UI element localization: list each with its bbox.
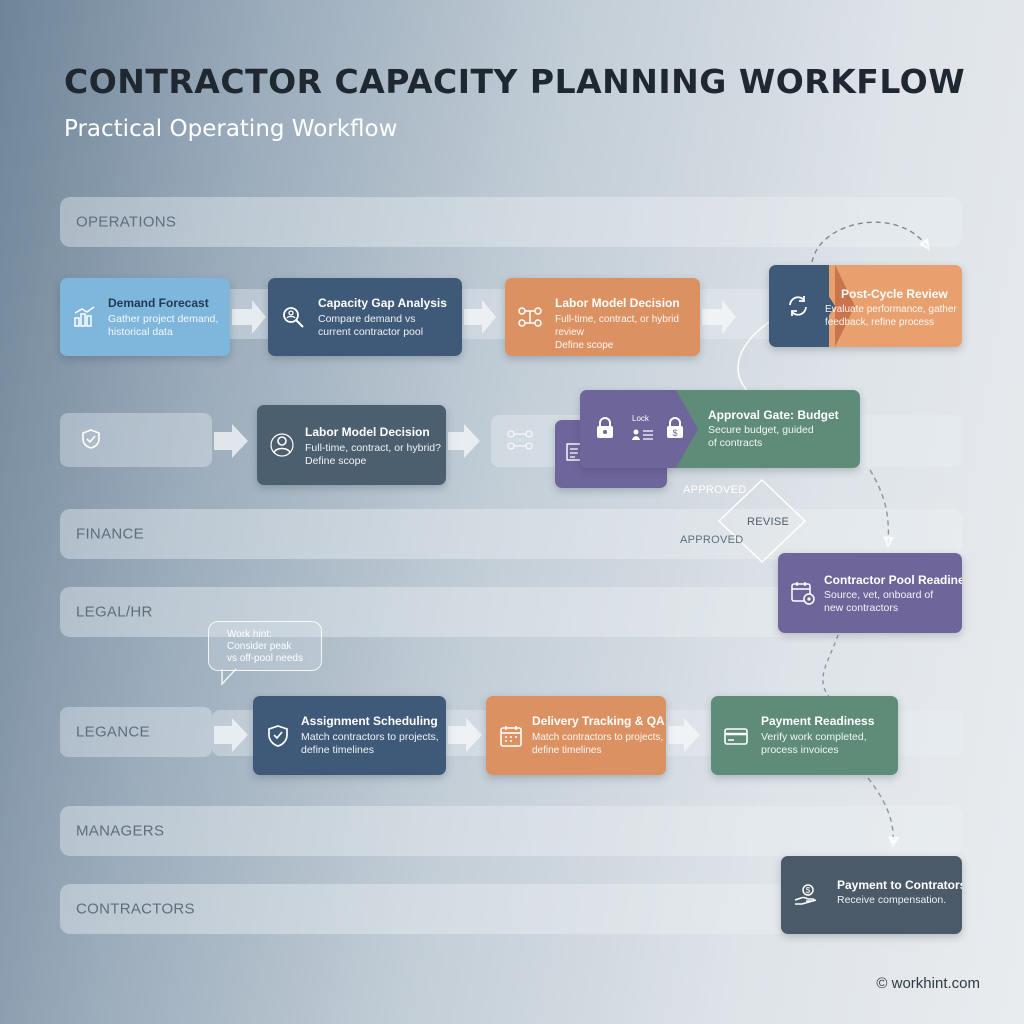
step-title: Payment Readiness bbox=[761, 714, 875, 728]
step-description: Full-time, contract, or hybrid? Define s… bbox=[305, 442, 441, 467]
approved-label-bottom: APPROVED bbox=[680, 534, 744, 546]
flow-arrow bbox=[702, 300, 736, 334]
step-description: Match contractors to projects, define ti… bbox=[301, 731, 439, 756]
step-assignment-scheduling[interactable]: Assignment Scheduling Match contractors … bbox=[253, 696, 446, 775]
step-title: Demand Forecast bbox=[108, 296, 209, 310]
flow-icon bbox=[518, 307, 542, 327]
step-description: Secure budget, guided of contracts bbox=[708, 424, 814, 449]
lane-finance: FINANCE bbox=[60, 509, 962, 559]
page-subtitle: Practical Operating Workflow bbox=[64, 116, 398, 142]
step-payment-to-contractors[interactable]: $ Payment to Contrators Receive compensa… bbox=[781, 856, 962, 934]
step-title: Approval Gate: Budget bbox=[708, 408, 839, 422]
step-description: Receive compensation. bbox=[837, 894, 947, 906]
step-labor-model-decision-middle[interactable]: Labor Model Decision Full-time, contract… bbox=[257, 405, 446, 485]
shield-check-icon bbox=[82, 429, 100, 449]
step-labor-model-decision-top[interactable]: Labor Model Decision Full-time, contract… bbox=[505, 278, 700, 356]
calendar-icon bbox=[500, 725, 522, 747]
faint-flow-glyph bbox=[507, 430, 533, 450]
chart-icon bbox=[74, 306, 95, 327]
lane-legance: LEGANCE bbox=[60, 707, 212, 757]
lock-dollar-icon: $ bbox=[667, 417, 683, 438]
flow-arrow bbox=[464, 300, 496, 334]
approved-label-top: APPROVED bbox=[683, 484, 747, 496]
step-contractor-pool-readiness[interactable]: Contractor Pool Readiness Source, vet, o… bbox=[778, 553, 962, 633]
lane-label: LEGANCE bbox=[76, 723, 150, 741]
lock-icon bbox=[597, 417, 613, 438]
calendar-gear-icon bbox=[791, 582, 815, 605]
work-hint-text: Work hint: Consider peak vs off-pool nee… bbox=[227, 629, 303, 664]
lock-label: Lock bbox=[632, 414, 649, 423]
step-description: Source, vet, onboard of new contractors bbox=[824, 589, 934, 614]
svg-text:$: $ bbox=[806, 886, 811, 895]
dashed-connector bbox=[811, 221, 930, 263]
flow-arrow bbox=[214, 424, 248, 458]
step-description: Verify work completed, process invoices bbox=[761, 731, 867, 756]
flow-arrow bbox=[214, 718, 248, 752]
row-track-middle-left bbox=[60, 413, 212, 467]
step-title: Labor Model Decision bbox=[305, 425, 430, 439]
step-payment-readiness[interactable]: Payment Readiness Verify work completed,… bbox=[711, 696, 898, 775]
page-title: CONTRACTOR CAPACITY PLANNING WORKFLOW bbox=[64, 62, 966, 101]
approval-chevron bbox=[676, 390, 698, 468]
flow-arrow bbox=[448, 424, 480, 458]
footer-credit: © workhint.com bbox=[876, 975, 980, 992]
decision-diamond bbox=[717, 478, 807, 564]
step-title: Post-Cycle Review bbox=[841, 287, 948, 301]
step-post-cycle-review[interactable]: Post-Cycle Review Evaluate performance, … bbox=[769, 265, 962, 347]
magnifier-icon bbox=[283, 307, 304, 328]
shield-icon bbox=[268, 724, 288, 747]
lane-managers: MANAGERS bbox=[60, 806, 962, 856]
step-capacity-gap-analysis[interactable]: Capacity Gap Analysis Compare demand vs … bbox=[268, 278, 462, 356]
lane-label: CONTRACTORS bbox=[76, 900, 195, 918]
step-description: Full-time, contract, or hybrid review De… bbox=[555, 314, 679, 351]
step-title: Capacity Gap Analysis bbox=[318, 296, 447, 310]
step-title: Assignment Scheduling bbox=[301, 714, 438, 728]
lane-operations: OPERATIONS bbox=[60, 197, 962, 247]
approval-accent bbox=[580, 390, 676, 468]
id-card-icon bbox=[632, 429, 653, 440]
people-icon bbox=[270, 433, 294, 457]
card-icon bbox=[724, 727, 748, 745]
step-title: Contractor Pool Readiness bbox=[824, 573, 962, 587]
cycle-icon bbox=[789, 296, 807, 316]
flow-arrow bbox=[232, 300, 266, 334]
revise-label: REVISE bbox=[747, 516, 790, 528]
step-demand-forecast[interactable]: Demand Forecast Gather project demand, h… bbox=[60, 278, 230, 356]
hand-coin-icon: $ bbox=[794, 884, 817, 905]
lane-label: OPERATIONS bbox=[76, 213, 177, 231]
step-delivery-tracking-qa[interactable]: Delivery Tracking & QA Match contractors… bbox=[486, 696, 666, 775]
step-description: Compare demand vs current contractor poo… bbox=[318, 313, 424, 338]
step-title: Labor Model Decision bbox=[555, 296, 680, 310]
dashed-connector bbox=[737, 319, 773, 396]
step-title: Payment to Contrators bbox=[837, 878, 962, 892]
step-title: Delivery Tracking & QA bbox=[532, 714, 665, 728]
post-cycle-chevron bbox=[809, 265, 835, 347]
lane-label: FINANCE bbox=[76, 525, 144, 543]
lane-label: LEGAL/HR bbox=[76, 603, 153, 621]
flow-arrow bbox=[668, 718, 700, 752]
flow-arrow bbox=[448, 718, 482, 752]
step-approval-gate-budget[interactable]: Lock $ Approval Gate: Budget Secure budg… bbox=[580, 390, 860, 468]
dashed-connector bbox=[867, 777, 900, 848]
step-description: Match contractors to projects, define ti… bbox=[532, 732, 664, 756]
svg-text:$: $ bbox=[672, 428, 677, 438]
step-description: Evaluate performance, gather feedback, r… bbox=[825, 304, 957, 328]
step-description: Gather project demand, historical data bbox=[108, 313, 219, 338]
dashed-connector bbox=[822, 634, 839, 701]
post-cycle-band bbox=[835, 265, 855, 347]
dashed-connector bbox=[869, 469, 895, 548]
work-hint-bubble: Work hint: Consider peak vs off-pool nee… bbox=[208, 621, 322, 671]
lane-label: MANAGERS bbox=[76, 822, 165, 840]
